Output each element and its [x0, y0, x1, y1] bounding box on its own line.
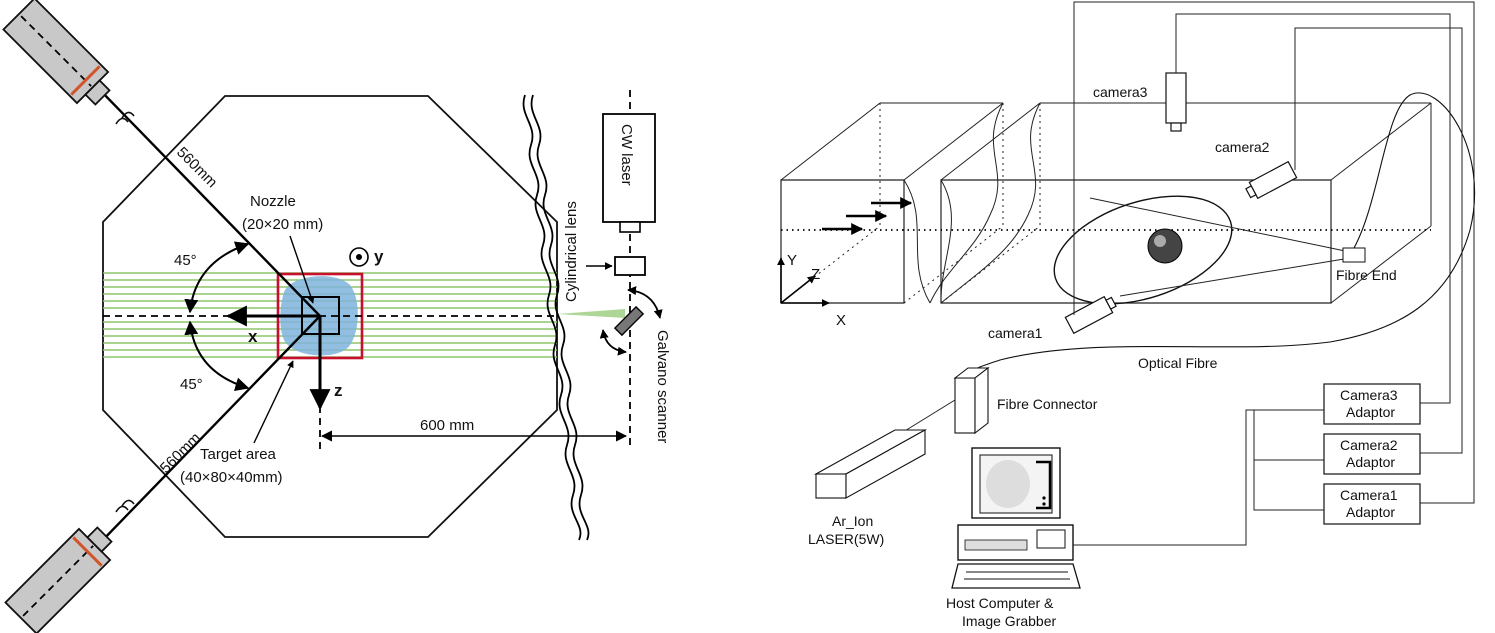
galvano-label: Galvano scanner	[654, 330, 671, 443]
optical-fibre-label: Optical Fibre	[1138, 355, 1218, 371]
adaptor-wire-1	[1073, 409, 1324, 546]
camera2-label: camera2	[1215, 139, 1270, 155]
right-panel: Fibre End Y Z X camera3 camera2 camera1 …	[777, 1, 1476, 629]
axis-y-label: Y	[787, 252, 797, 269]
cylindrical-lens	[614, 256, 646, 276]
fibre-end	[1342, 247, 1366, 263]
x-axis-label: x	[248, 327, 258, 346]
camera-line-top	[97, 87, 321, 317]
camera3-adaptor: Camera3 Adaptor	[1323, 383, 1421, 425]
nozzle-pointer	[289, 235, 315, 304]
camera1-label: camera1	[988, 325, 1043, 341]
angle-top-label: 45°	[174, 252, 197, 269]
galvano-rotation-arrow-lower	[599, 329, 627, 356]
optical-fibre-path	[971, 92, 1476, 373]
y-axis-label: y	[374, 247, 384, 266]
camera2-adaptor: Camera2 Adaptor	[1323, 433, 1421, 475]
axis-z-label: Z	[811, 266, 820, 283]
camera3-cable	[1175, 13, 1451, 404]
host-label-line2: Image Grabber	[962, 613, 1056, 629]
distance-600-label: 600 mm	[420, 417, 474, 434]
camera3-body	[1165, 72, 1187, 124]
camera2-cable	[1294, 27, 1463, 454]
laser-aperture	[619, 221, 641, 233]
fibre-connector-label: Fibre Connector	[997, 396, 1098, 412]
adaptor-wire-2	[1253, 410, 1324, 461]
camera1-adaptor-line2: Adaptor	[1346, 504, 1395, 520]
cylindrical-lens-label: Cylindrical lens	[563, 201, 580, 302]
angle-bottom-label: 45°	[180, 376, 203, 393]
ar-ion-laser	[813, 429, 928, 499]
flow-profile-4	[940, 179, 952, 304]
flow-profile-1	[903, 179, 931, 304]
camera-line-bottom	[97, 315, 321, 546]
nozzle-size: (20×20 mm)	[242, 216, 323, 233]
camera1-cable	[1073, 1, 1475, 504]
host-computer	[951, 447, 1081, 589]
angle-arc-bottom	[184, 320, 250, 392]
camera2-body	[1245, 160, 1298, 200]
z-axis-label: z	[334, 381, 343, 400]
camera2-adaptor-line2: Adaptor	[1346, 454, 1395, 470]
camera2-adaptor-line1: Camera2	[1340, 437, 1398, 453]
break-wave	[522, 94, 590, 541]
axis-x-label: X	[836, 312, 846, 329]
cw-laser-label: CW laser	[618, 124, 635, 186]
camera3-label: camera3	[1093, 84, 1148, 100]
camera3-adaptor-line1: Camera3	[1340, 387, 1398, 403]
target-size: (40×80×40mm)	[180, 469, 283, 486]
left-panel: x z y 560mm 560mm 4	[2, 0, 671, 633]
sphere	[1147, 228, 1183, 264]
camera-top	[2, 0, 111, 106]
camera3-adaptor-line2: Adaptor	[1346, 404, 1395, 420]
flow-profile-3	[940, 102, 1041, 304]
camera-bottom	[4, 526, 113, 633]
target-pointer	[253, 360, 294, 444]
angle-arc-top	[184, 241, 250, 314]
camera1-adaptor: Camera1 Adaptor	[1323, 483, 1421, 525]
flow-profile-2	[929, 102, 1004, 304]
nozzle-title: Nozzle	[250, 193, 296, 210]
fibre-end-label: Fibre End	[1336, 267, 1397, 283]
camera1-adaptor-line1: Camera1	[1340, 487, 1398, 503]
cw-laser-box	[602, 113, 656, 223]
galvano-rotation-arrow-upper	[627, 286, 663, 319]
illumination-ellipse	[1053, 195, 1233, 305]
laser-label-line2: LASER(5W)	[808, 531, 884, 547]
main-section	[940, 102, 1432, 304]
fibre-connector	[953, 366, 990, 435]
adaptor-wire-3	[1253, 460, 1324, 511]
host-label-line1: Host Computer &	[946, 595, 1054, 611]
axis-z-arrow	[780, 275, 816, 304]
target-title: Target area	[200, 446, 277, 463]
camera1-body	[1064, 295, 1117, 335]
laser-label-line1: Ar_Ion	[832, 513, 873, 529]
